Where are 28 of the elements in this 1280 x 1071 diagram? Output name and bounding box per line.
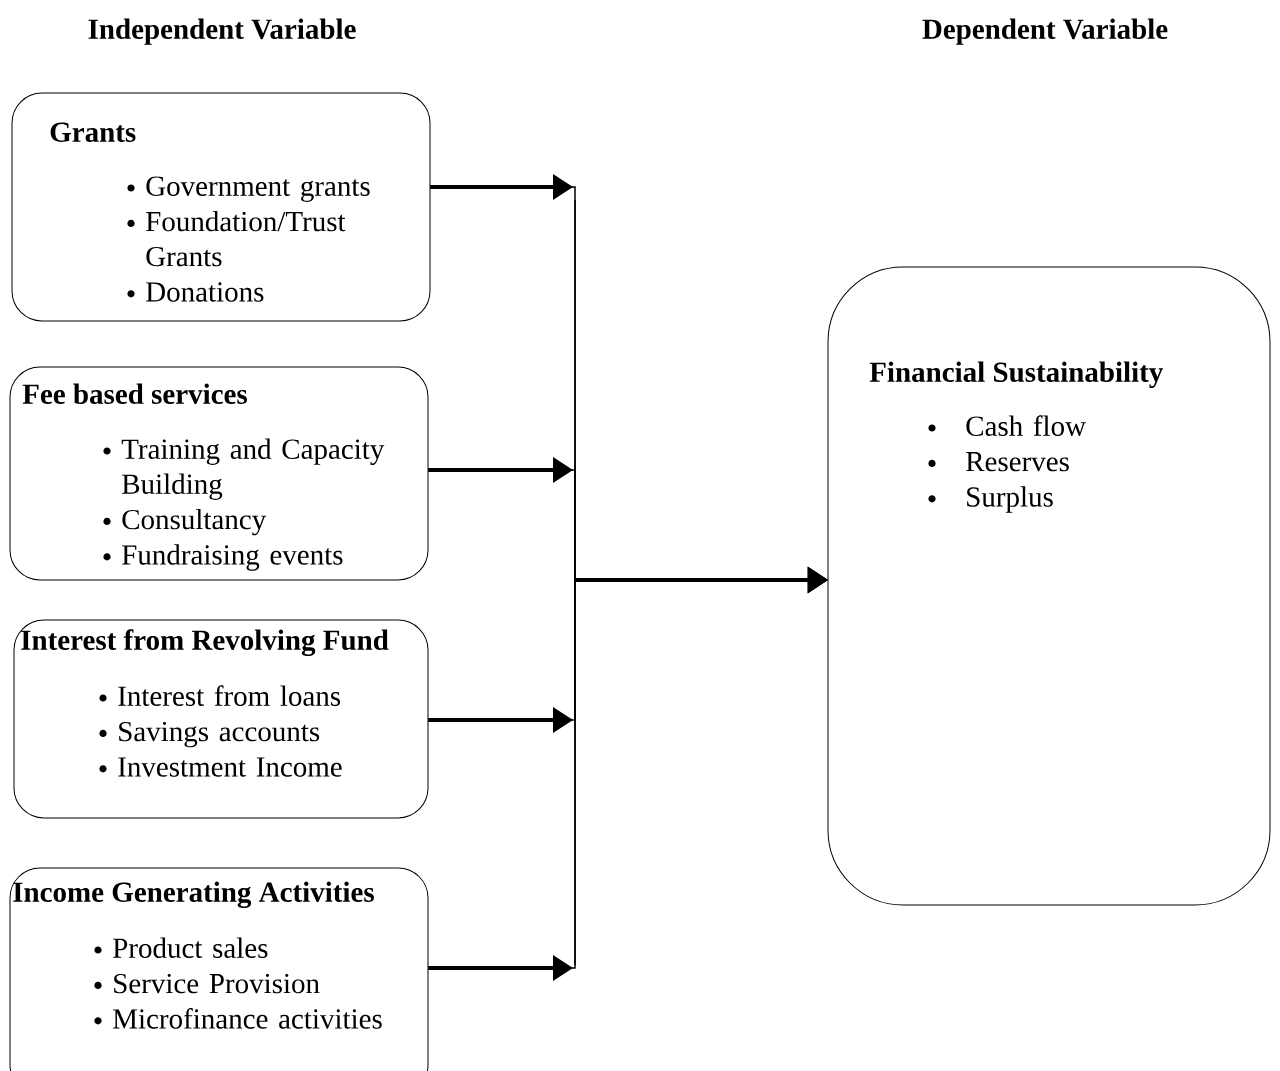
bullet-item: Savings accounts [99,721,320,748]
bullet-item: Training and Capacity Building [103,438,385,500]
bullet-item: Microfinance activities [94,1008,382,1029]
heading: Interest from Revolving Fund [21,629,389,657]
bullet-item: Foundation/Trust Grants [127,210,346,267]
bullet-item: Interest from loans [99,685,341,706]
heading: Financial Sustainability [869,361,1164,388]
bullet-item: Donations [127,282,264,302]
bullet-item: Surplus [928,486,1053,513]
rounded-box [11,92,431,322]
bullet-item: Government grants [127,176,370,202]
rounded-box [9,366,429,581]
column-heading: Independent Variable [88,18,356,45]
bullet-item: Service Provision [94,973,320,994]
bullet-item: Fundraising events [103,544,343,571]
bullet-item: Investment Income [99,757,342,777]
bullet-item: Product sales [94,937,268,958]
rounded-box [13,619,429,819]
rounded-box [827,266,1271,906]
bullet-item: Reserves [928,452,1069,472]
bullet-item: Cash flow [928,415,1086,436]
column-heading: Dependent Variable [922,18,1168,45]
heading: Fee based services [22,383,247,404]
arrow [427,566,828,981]
heading: Grants [50,122,136,142]
heading: Income Generating Activities [13,881,374,909]
rounded-box [9,867,429,1071]
bullet-item: Consultancy [103,508,267,536]
